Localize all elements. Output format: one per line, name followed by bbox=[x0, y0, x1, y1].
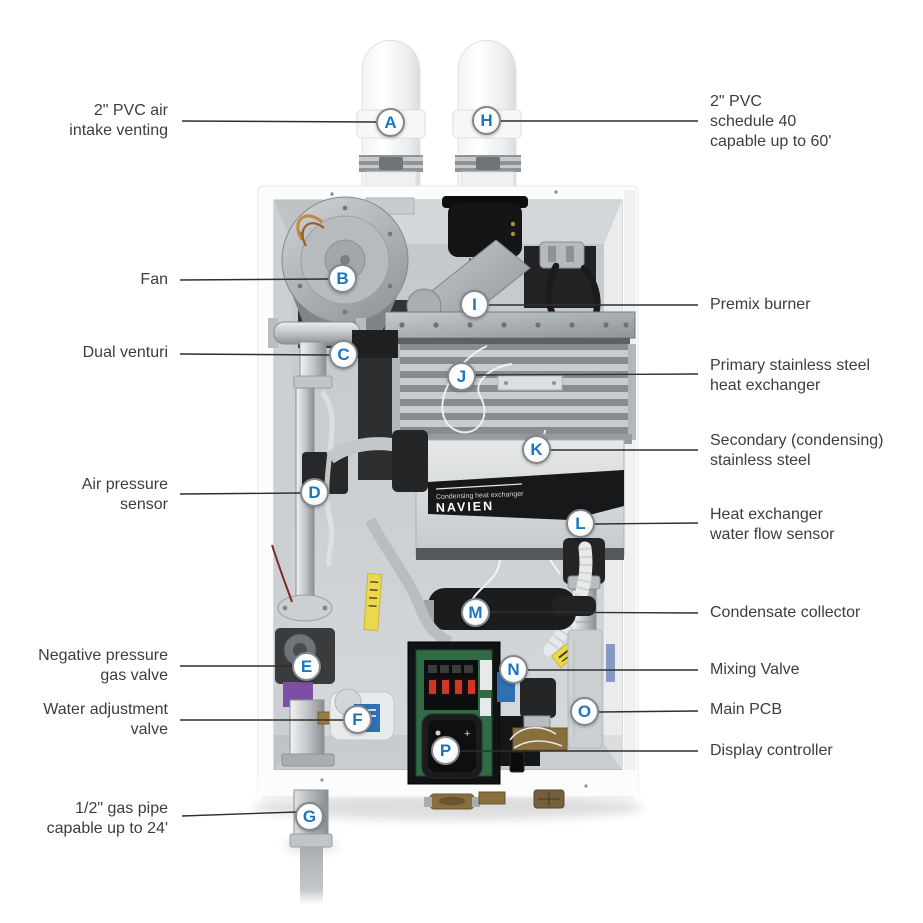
label-water-adjustment-valve: Water adjustment valve bbox=[43, 701, 168, 738]
heat-exchanger-caption: Condensing heat exchanger bbox=[436, 491, 524, 501]
callout-l-letter: L bbox=[575, 513, 586, 533]
callout-o-letter: O bbox=[577, 701, 592, 721]
callout-j: J bbox=[447, 362, 476, 391]
leader-line-a bbox=[181, 120, 377, 123]
brand-logo: NAVIEN bbox=[436, 499, 495, 515]
label-mixing-valve: Mixing Valve bbox=[710, 661, 800, 678]
callout-f: F bbox=[343, 705, 372, 734]
pvc-intake-pipe bbox=[356, 40, 426, 193]
callout-m-letter: M bbox=[468, 602, 483, 622]
leader-line-b bbox=[179, 278, 330, 281]
callout-e: E bbox=[292, 652, 321, 681]
callout-f-letter: F bbox=[352, 709, 363, 729]
brass-cap bbox=[533, 789, 565, 809]
drain-fitting bbox=[424, 793, 480, 810]
brass-fitting bbox=[478, 791, 506, 805]
callout-g-letter: G bbox=[302, 806, 317, 826]
label-fan: Fan bbox=[140, 271, 168, 288]
label-dual-venturi: Dual venturi bbox=[82, 344, 168, 361]
leader-line-g bbox=[181, 811, 297, 817]
label-main-pcb: Main PCB bbox=[710, 701, 783, 718]
leader-line-j bbox=[475, 373, 699, 376]
callout-m: M bbox=[461, 598, 490, 627]
callout-b-letter: B bbox=[336, 268, 349, 288]
primary-heat-exchanger bbox=[392, 344, 636, 440]
callout-l: L bbox=[566, 509, 595, 538]
callout-n-letter: N bbox=[507, 659, 520, 679]
label-primary-heat-exchanger: Primary stainless steel heat exchanger bbox=[710, 357, 871, 394]
callout-d: D bbox=[300, 478, 329, 507]
label-pvc-schedule-40: 2" PVC schedule 40 capable up to 60' bbox=[710, 93, 832, 150]
label-gas-pipe: 1/2" gas pipe capable up to 24' bbox=[46, 800, 168, 837]
callout-c-letter: C bbox=[337, 344, 350, 364]
leader-line-m bbox=[489, 611, 699, 614]
callout-i: I bbox=[460, 290, 489, 319]
leader-line-o bbox=[598, 710, 699, 713]
leader-line-l bbox=[594, 522, 699, 525]
label-pvc-air-intake: 2" PVC air intake venting bbox=[69, 102, 168, 139]
callout-o: O bbox=[570, 697, 599, 726]
label-negative-pressure-gas-valve: Negative pressure gas valve bbox=[38, 647, 168, 684]
callout-a-letter: A bbox=[384, 112, 397, 132]
label-display-controller: Display controller bbox=[710, 742, 833, 759]
callout-n: N bbox=[499, 655, 528, 684]
callout-c: C bbox=[329, 340, 358, 369]
callout-p: P bbox=[431, 736, 460, 765]
callout-a: A bbox=[376, 108, 405, 137]
plus-button-glyph: + bbox=[464, 728, 470, 740]
callout-k-letter: K bbox=[530, 439, 543, 459]
callout-j-letter: J bbox=[456, 366, 467, 386]
label-premix-burner: Premix burner bbox=[710, 296, 811, 313]
callout-b: B bbox=[328, 264, 357, 293]
callout-i-letter: I bbox=[472, 294, 477, 314]
callout-k: K bbox=[522, 435, 551, 464]
label-secondary-heat-exchanger: Secondary (condensing) stainless steel bbox=[710, 432, 884, 469]
leader-line-c bbox=[179, 353, 331, 356]
callout-p-letter: P bbox=[439, 740, 452, 760]
label-air-pressure-sensor: Air pressure sensor bbox=[81, 476, 168, 513]
callout-g: G bbox=[295, 802, 324, 831]
label-water-flow-sensor: Heat exchanger water flow sensor bbox=[710, 506, 835, 543]
callout-h-letter: H bbox=[480, 110, 493, 130]
left-plumbing bbox=[268, 318, 453, 647]
callout-d-letter: D bbox=[308, 482, 321, 502]
callout-h: H bbox=[472, 106, 501, 135]
label-condensate-collector: Condensate collector bbox=[710, 604, 861, 621]
secondary-heat-exchanger: Condensing heat exchanger NAVIEN bbox=[408, 434, 632, 560]
leader-lines bbox=[179, 120, 699, 817]
callout-e-letter: E bbox=[300, 656, 313, 676]
leader-line-d bbox=[179, 492, 302, 495]
display-controller-board: + bbox=[407, 641, 540, 785]
